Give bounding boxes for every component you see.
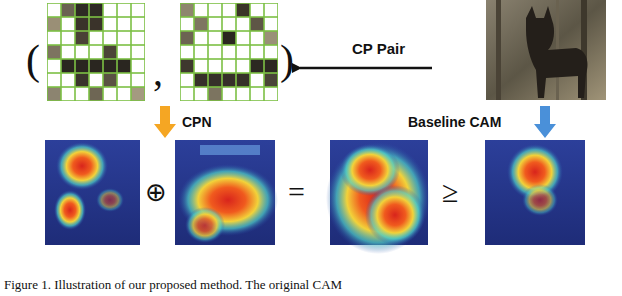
heatmap-part <box>485 140 585 245</box>
operator: ⊕ <box>145 179 167 205</box>
heatmap <box>326 140 430 254</box>
arrow <box>300 67 432 70</box>
heatmap <box>45 140 140 245</box>
heatmap-part <box>326 142 430 254</box>
heatmap-part <box>200 145 260 155</box>
bracket: ( <box>26 39 40 81</box>
heatmap-part <box>45 140 140 245</box>
heatmap <box>175 140 278 245</box>
masked-image-part <box>47 3 145 101</box>
masked-image-part <box>180 3 278 101</box>
photo <box>486 0 606 100</box>
operator: ≥ <box>442 177 458 207</box>
heatmap-part <box>56 142 108 190</box>
heatmap-part <box>54 190 86 230</box>
arrow-label: CP Pair <box>352 41 405 56</box>
bracket: ) <box>280 39 294 81</box>
figure-caption: Figure 1. Illustration of our proposed m… <box>4 278 342 291</box>
masked-image <box>180 3 278 101</box>
heatmap-part <box>96 188 124 212</box>
operator: = <box>288 177 305 207</box>
masked-image-part <box>180 3 278 101</box>
masked-image <box>47 3 145 101</box>
photo-part <box>526 6 588 98</box>
photo-part <box>496 0 501 100</box>
heatmap <box>485 140 585 245</box>
photo-part <box>486 0 606 100</box>
arrow-label: Baseline CAM <box>408 115 501 129</box>
heatmap-part <box>185 207 225 243</box>
arrow <box>534 106 556 138</box>
arrow-label: CPN <box>182 115 212 129</box>
heatmap-part <box>365 185 425 245</box>
heatmap-part <box>522 184 558 216</box>
masked-image-part <box>47 3 145 101</box>
separator: , <box>153 52 163 92</box>
arrow <box>154 106 176 138</box>
